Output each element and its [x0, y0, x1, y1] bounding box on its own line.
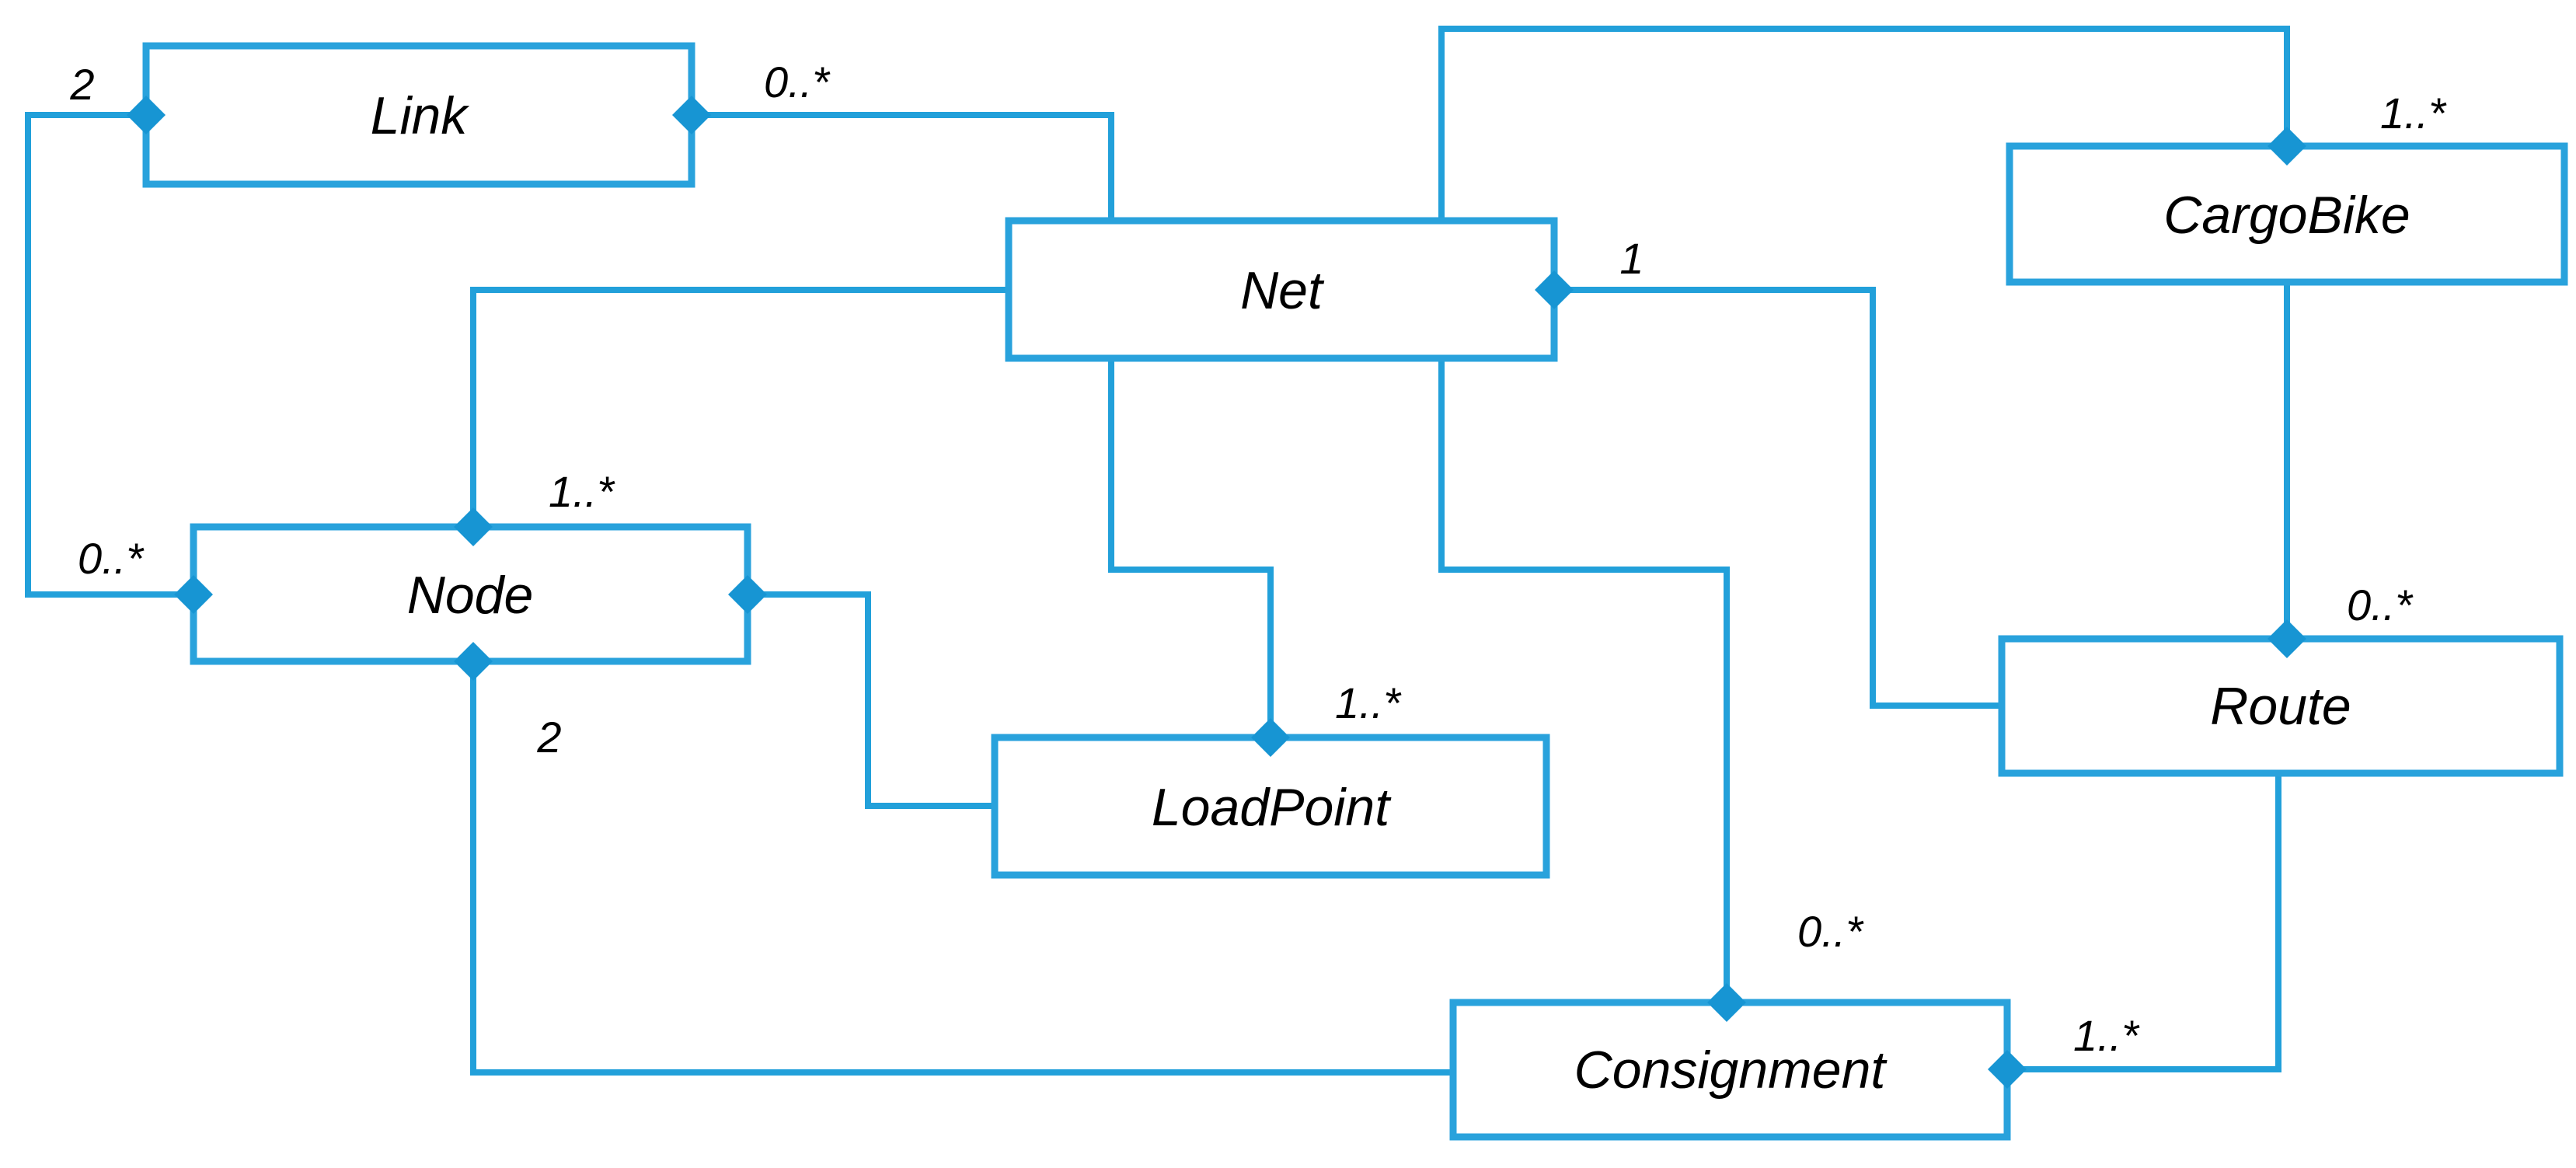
- aggregation-diamond-link-left: [127, 96, 166, 134]
- class-label-link: Link: [371, 86, 470, 145]
- class-rect-link: [142, 42, 695, 188]
- edge-node-loadpoint: [748, 591, 995, 809]
- aggregation-diamond-cargobike-top: [2268, 127, 2306, 166]
- edge-net-node: [470, 287, 1009, 527]
- aggregation-diamond-node-right: [728, 575, 767, 614]
- class-box-node: Node: [190, 523, 751, 665]
- edge-node-consignment: [470, 661, 1453, 1076]
- aggregation-diamond-net-right: [1535, 270, 1574, 309]
- class-box-loadpoint: LoadPoint: [991, 734, 1550, 879]
- class-rect-node: [190, 523, 751, 665]
- aggregation-diamond-link-right: [672, 96, 711, 134]
- edge-net-route: [1554, 287, 2002, 709]
- edge-link-node: [25, 112, 193, 598]
- class-label-node: Node: [407, 566, 534, 625]
- multiplicity-route-top: 0..*: [2347, 581, 2414, 629]
- class-label-consignment: Consignment: [1574, 1041, 1888, 1100]
- class-rect-cargobike: [2006, 142, 2568, 286]
- class-label-loadpoint: LoadPoint: [1152, 778, 1392, 837]
- multiplicity-link-right: 0..*: [764, 58, 831, 106]
- multiplicity-node-top: 1..*: [549, 467, 615, 516]
- aggregation-diamond-consignment-right: [1988, 1050, 2027, 1089]
- edge-net-cargobike: [1438, 26, 2290, 221]
- class-rect-loadpoint: [991, 734, 1550, 879]
- class-label-route: Route: [2210, 677, 2351, 736]
- class-box-net: Net: [1005, 217, 1558, 362]
- edge-route-consignment: [2007, 773, 2281, 1072]
- aggregation-diamond-node-left: [174, 575, 213, 614]
- class-box-link: Link: [142, 42, 695, 188]
- class-box-route: Route: [1998, 635, 2564, 777]
- multiplicity-consignment-top: 0..*: [1797, 907, 1864, 956]
- multiplicity-node-left: 0..*: [78, 534, 145, 583]
- multiplicity-node-bottom: 2: [536, 713, 561, 762]
- multiplicity-labels: 2 0..* 0..* 1..* 2 1 1..* 0..* 1..* 0..*…: [69, 58, 2447, 1060]
- class-box-cargobike: CargoBike: [2006, 142, 2568, 286]
- aggregation-diamond-loadpoint-top: [1251, 718, 1290, 757]
- edges: [25, 26, 2290, 1076]
- multiplicity-consignment-right: 1..*: [2073, 1011, 2140, 1060]
- class-box-consignment: Consignment: [1449, 999, 2011, 1141]
- class-label-net: Net: [1240, 261, 1325, 320]
- edge-net-consignment: [1438, 358, 1730, 1002]
- aggregation-diamond-node-top: [454, 507, 493, 546]
- edge-net-loadpoint: [1108, 358, 1274, 737]
- aggregation-diamond-node-bottom: [454, 642, 493, 681]
- multiplicity-net-right: 1: [1619, 234, 1644, 283]
- multiplicity-cargobike-top: 1..*: [2380, 89, 2447, 138]
- multiplicity-link-left: 2: [69, 60, 94, 109]
- class-label-cargobike: CargoBike: [2163, 186, 2410, 245]
- aggregation-diamond-route-top: [2268, 619, 2306, 658]
- aggregation-diamond-consignment-top: [1707, 983, 1746, 1022]
- multiplicity-loadpoint-top: 1..*: [1335, 678, 1402, 727]
- aggregation-diamonds: [127, 96, 2306, 1089]
- class-rect-net: [1005, 217, 1558, 362]
- edge-link-net: [692, 112, 1114, 221]
